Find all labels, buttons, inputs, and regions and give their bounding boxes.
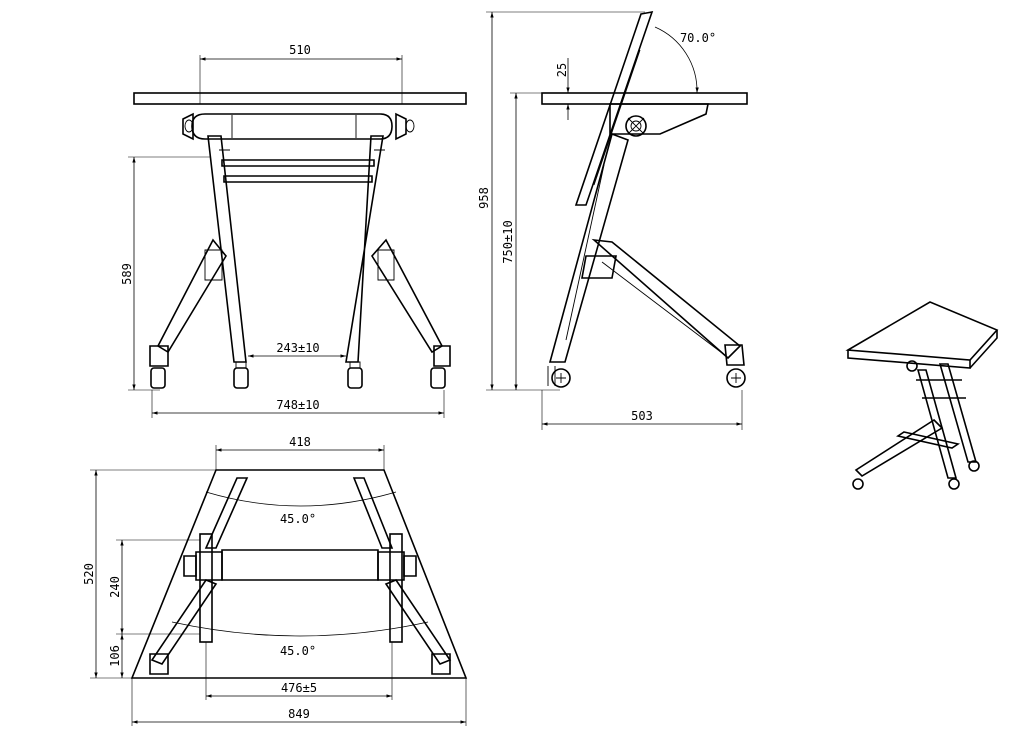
top-total-depth-label: 520: [82, 563, 96, 585]
side-tilt-angle-label: 70.0°: [680, 31, 716, 45]
side-top-thickness-label: 25: [555, 63, 569, 77]
top-back-width-label: 418: [289, 435, 311, 449]
top-front-offset-label: 106: [108, 645, 122, 667]
top-lower-angle-label: 45.0°: [280, 644, 316, 658]
top-view: 45.0° 45.0° 418 520 240 106 476±5 849: [82, 435, 468, 726]
front-inner-gap-label: 243±10: [276, 341, 319, 355]
front-view: 510 589 243±10 748±10: [120, 43, 467, 418]
front-frame-height-label: 589: [120, 263, 134, 285]
front-overall-width-label: 748±10: [276, 398, 319, 412]
top-mid-depth-label: 240: [108, 576, 122, 598]
top-upper-angle-label: 45.0°: [280, 512, 316, 526]
top-front-width-label: 849: [288, 707, 310, 721]
side-total-height-label: 958: [477, 187, 491, 209]
top-leg-span-label: 476±5: [281, 681, 317, 695]
side-depth-label: 503: [631, 409, 653, 423]
front-top-width-label: 510: [289, 43, 311, 57]
side-table-height-label: 750±10: [501, 220, 515, 263]
isometric-view: [845, 301, 999, 490]
side-view: 70.0° 25 958 750±10 503: [477, 10, 748, 430]
